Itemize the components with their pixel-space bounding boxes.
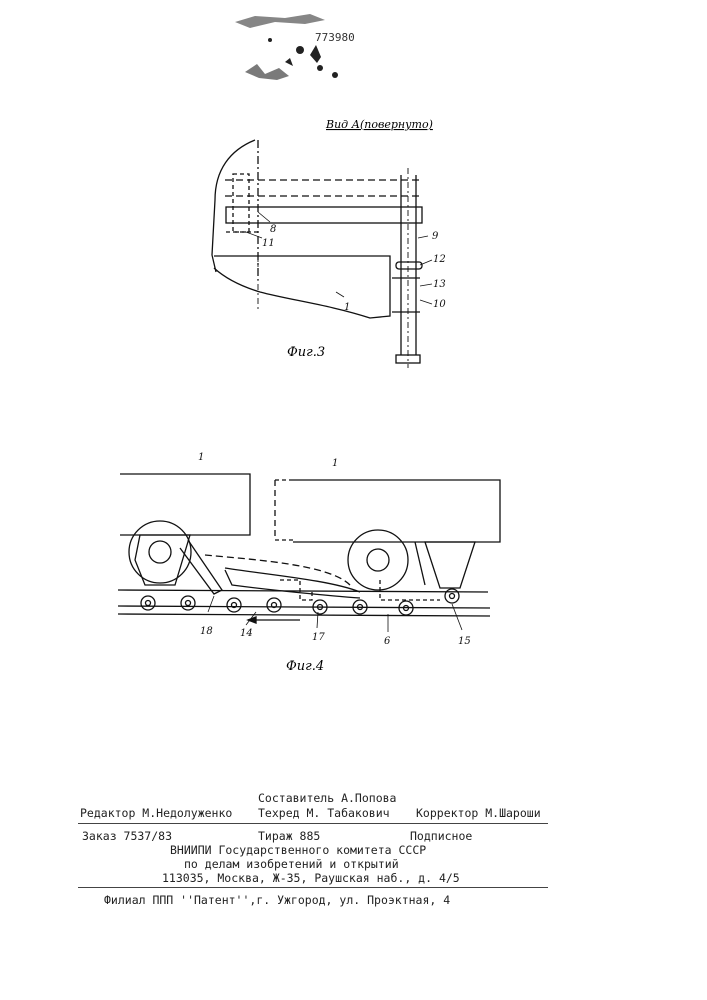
fig4-label-1-left: 1 [198, 452, 204, 463]
fig4-label-17: 17 [312, 632, 325, 643]
fig3-label-1: 1 [344, 302, 350, 313]
fig3-caption: Фиг.3 [287, 345, 325, 360]
org-line2: по делам изобретений и открытий [184, 857, 399, 871]
fig3-label-11: 11 [262, 238, 275, 249]
header-smudge [235, 14, 338, 80]
fig3-drawing [212, 140, 432, 368]
branch-line: Филиал ППП ''Патент'',г. Ужгород, ул. Пр… [104, 893, 450, 907]
fig4-part-labels: 1 1 18 14 17 6 15 [198, 452, 471, 647]
fig3-label-9: 9 [432, 231, 439, 242]
org-line1: ВНИИПИ Государственного комитета СССР [170, 843, 426, 857]
subscription-label: Подписное [410, 829, 472, 843]
fig3-label-13: 13 [433, 279, 446, 290]
fig3-label-12: 12 [433, 254, 446, 265]
divider-bottom [78, 887, 548, 888]
fig3-view-label: Вид А(повернуто) [325, 118, 433, 131]
fig3-label-10: 10 [433, 299, 446, 310]
fig4-caption: Фиг.4 [286, 659, 324, 674]
fig4-label-6: 6 [384, 636, 391, 647]
compiler-line: Составитель А.Попова [258, 791, 396, 805]
fig4-label-1-right: 1 [332, 458, 338, 469]
editor-line: Редактор М.Недолуженко [80, 806, 232, 820]
print-run: Тираж 885 [258, 829, 320, 843]
fig3-label-8: 8 [270, 224, 276, 235]
fig4-label-15: 15 [458, 636, 471, 647]
fig4-label-14: 14 [240, 628, 253, 639]
fig4-label-18: 18 [200, 626, 213, 637]
divider-top [78, 823, 548, 824]
techred-line: Техред М. Табакович [258, 806, 390, 820]
corrector-line: Корректор М.Шароши [416, 806, 541, 820]
org-address: 113035, Москва, Ж-35, Раушская наб., д. … [162, 871, 460, 885]
fig4-drawing [118, 474, 500, 632]
patent-number: 773980 [315, 31, 355, 44]
order-number: Заказ 7537/83 [82, 829, 172, 843]
